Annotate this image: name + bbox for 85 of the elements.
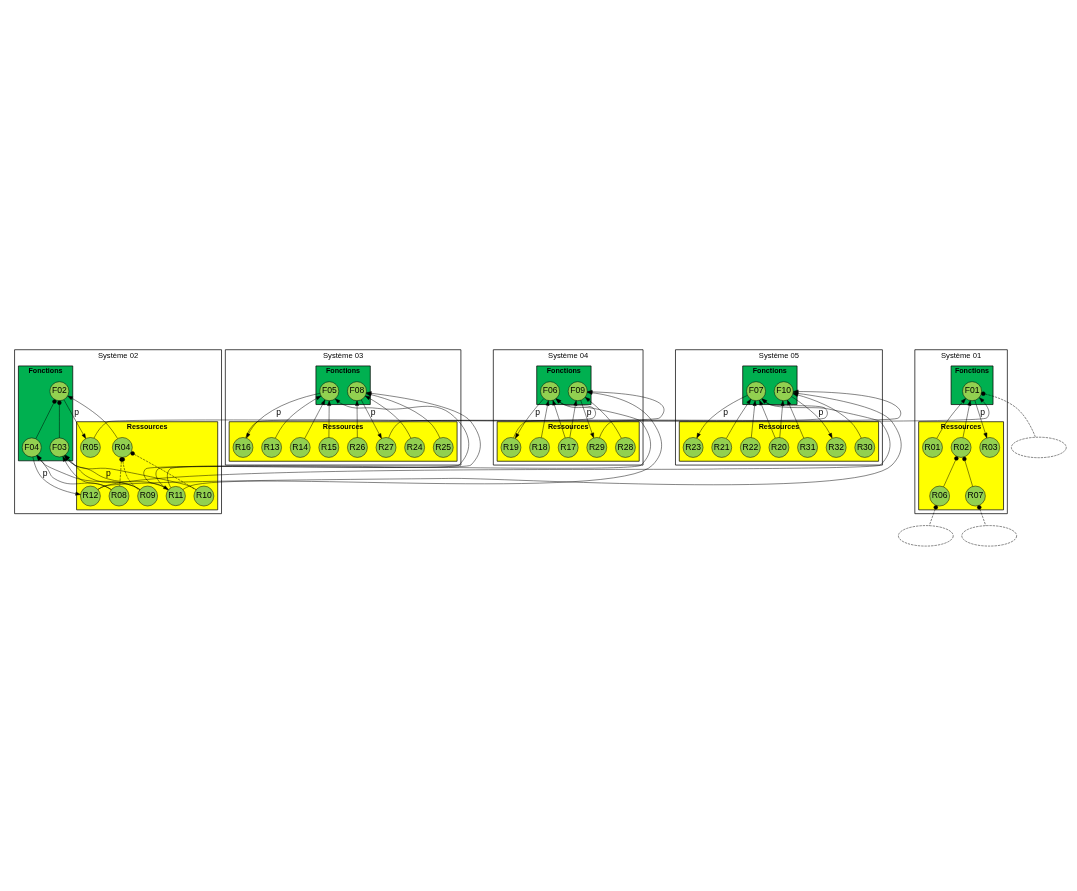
arrow <box>974 399 988 438</box>
arrow <box>67 395 118 439</box>
node-circle: R16 <box>232 436 254 458</box>
arrow <box>515 397 545 439</box>
node-circle: R32 <box>825 436 847 458</box>
node-circle: F03 <box>49 437 70 457</box>
arrow <box>552 399 566 438</box>
edge-label: p <box>980 406 985 417</box>
edge-label: p <box>723 406 728 417</box>
node-circle: R12 <box>80 485 101 506</box>
arrow <box>355 400 359 438</box>
arrow <box>541 399 550 438</box>
node-circle: R17 <box>557 436 579 458</box>
edge-label: p <box>106 467 111 478</box>
arrow <box>962 399 972 438</box>
node-circle: R27 <box>375 436 397 458</box>
node-circle: F04 <box>21 437 42 457</box>
node-circle: R28 <box>615 436 636 458</box>
arrow <box>791 395 833 438</box>
arrow <box>327 400 332 438</box>
node-circle: F09 <box>567 380 588 401</box>
edge-label: p <box>276 406 282 417</box>
node-circle: R05 <box>80 436 101 458</box>
arrow <box>726 398 752 439</box>
node-circle: R22 <box>740 436 761 458</box>
node-circle: R31 <box>797 436 818 458</box>
connector <box>962 456 973 487</box>
node-circle: R09 <box>137 485 158 506</box>
edge-label: p <box>586 406 592 417</box>
connector <box>943 455 959 487</box>
arrow <box>580 399 594 438</box>
edge-label: p <box>74 406 79 417</box>
edge-label: p <box>535 406 541 417</box>
node-ellipse <box>898 524 954 546</box>
connector <box>35 398 57 439</box>
arrow <box>696 394 748 438</box>
node-circle: R20 <box>768 436 790 458</box>
arrow <box>569 399 578 438</box>
node-circle: R15 <box>318 436 339 458</box>
node-ellipse <box>1011 436 1067 458</box>
connector <box>981 391 1036 437</box>
node-circle: R14 <box>290 436 311 458</box>
node-circle: R02 <box>950 436 972 458</box>
node-circle: R25 <box>433 436 454 458</box>
arrow <box>365 395 412 438</box>
edge-label: p <box>818 406 824 417</box>
node-circle: F02 <box>49 380 70 401</box>
node-circle: R03 <box>979 436 1000 458</box>
arrow <box>93 396 990 438</box>
node-circle: F10 <box>773 380 794 401</box>
node-circle: R23 <box>682 436 704 458</box>
connector <box>977 504 986 526</box>
node-ellipse <box>961 524 1017 546</box>
arrow <box>245 398 596 438</box>
arrow <box>751 400 757 438</box>
node-circle: R29 <box>586 436 607 458</box>
edge-label: p <box>370 406 376 417</box>
connector <box>130 450 196 490</box>
arrow <box>513 398 828 438</box>
node-circle: R01 <box>922 436 943 458</box>
node-circle: R18 <box>529 436 550 458</box>
node-circle: R07 <box>965 485 986 506</box>
node-circle: R08 <box>108 485 130 506</box>
arrow <box>275 395 322 438</box>
node-circle: R06 <box>929 485 950 506</box>
arrow <box>585 396 622 438</box>
arrow <box>63 399 86 439</box>
node-circle: R24 <box>404 436 425 458</box>
arrow <box>304 399 326 439</box>
arrow <box>759 399 776 438</box>
connector <box>929 504 938 526</box>
node-circle: R10 <box>193 485 215 506</box>
node-circle: R30 <box>854 436 875 458</box>
arrow <box>246 392 321 438</box>
node-circle: R21 <box>711 436 732 458</box>
connector <box>57 400 62 438</box>
node-circle: R26 <box>347 436 368 458</box>
node-circle: R13 <box>261 436 282 458</box>
arrow <box>936 397 966 439</box>
node-circle: R19 <box>500 436 522 458</box>
arrow <box>361 399 382 439</box>
edge-label: p <box>42 467 48 478</box>
arrow <box>779 400 785 438</box>
node-circle: F08 <box>347 380 367 401</box>
arrow <box>787 399 804 438</box>
